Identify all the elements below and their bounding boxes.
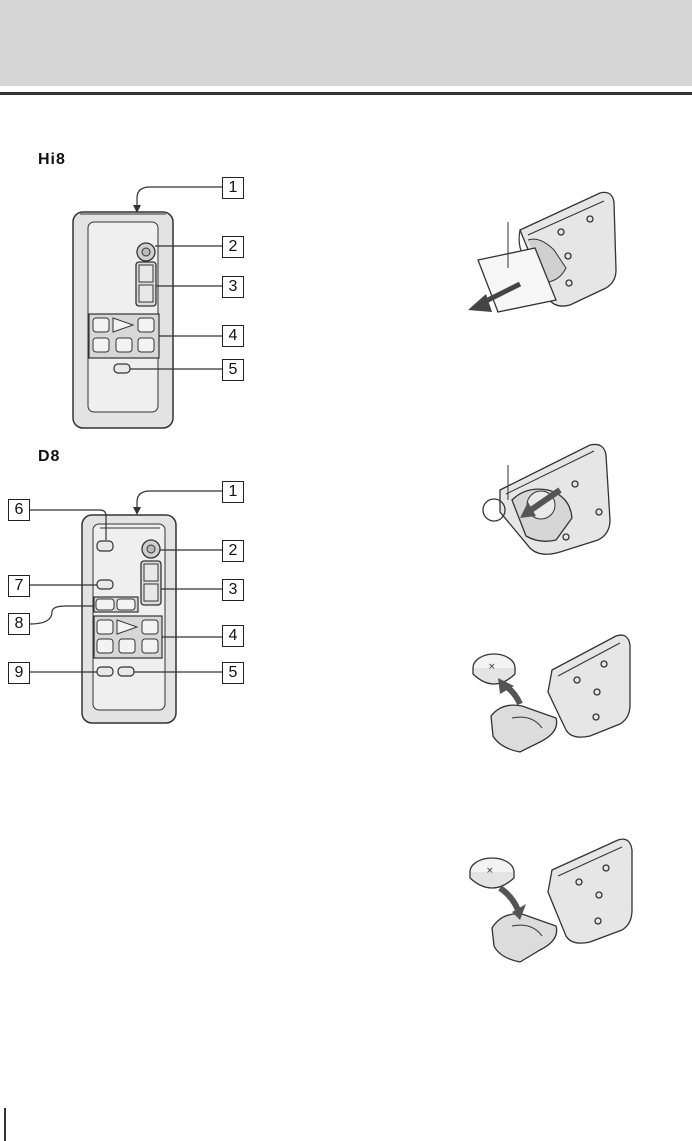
step-release-catch [483, 444, 610, 554]
svg-text:×: × [486, 866, 494, 876]
remote-d8 [30, 491, 222, 723]
svg-text:×: × [488, 662, 496, 672]
page-edge-mark [4, 1108, 6, 1141]
step-remove-battery: × [473, 635, 630, 752]
step-pull-sheet [468, 192, 616, 312]
remote-hi8 [73, 187, 222, 428]
step-insert-battery: × [470, 839, 632, 962]
